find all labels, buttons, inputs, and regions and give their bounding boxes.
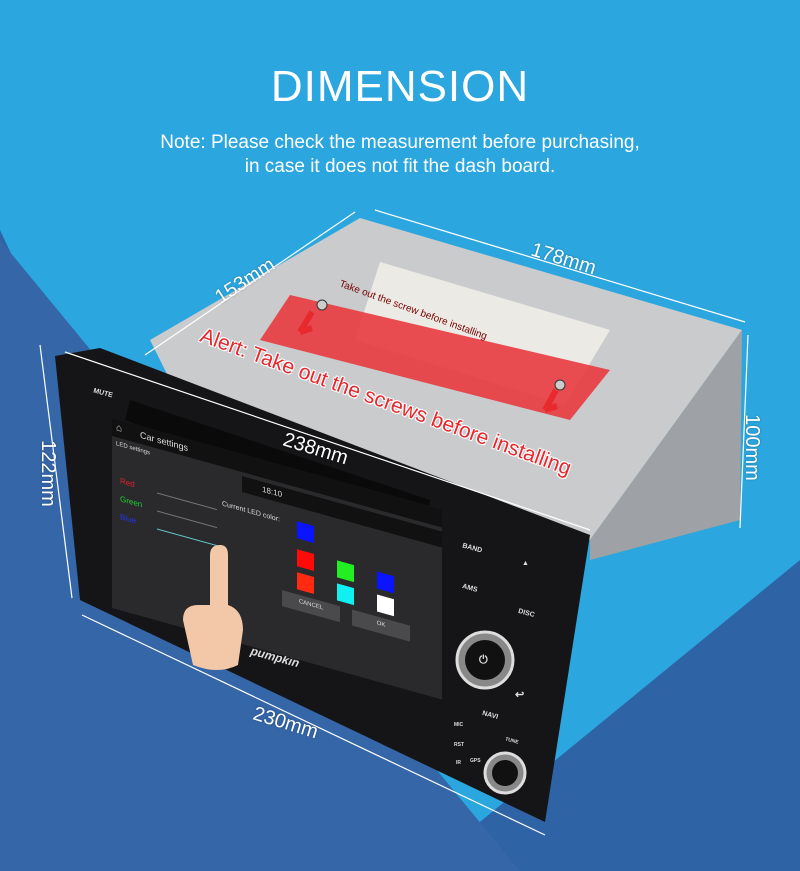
page-title: DIMENSION <box>270 62 530 111</box>
dimension-lines <box>39 209 749 836</box>
color-swatch[interactable] <box>297 572 314 595</box>
screw-icon <box>554 379 566 391</box>
red-strip <box>260 295 610 420</box>
arrow-icon <box>542 388 559 413</box>
arrow-icon <box>297 310 315 335</box>
ok-button[interactable]: OK <box>352 609 410 642</box>
red-slider[interactable] <box>157 492 217 511</box>
current-color-swatch <box>297 521 314 544</box>
dimension-chassis-height: 100mm <box>740 414 763 481</box>
home-icon[interactable]: ⌂ <box>116 422 123 435</box>
hand-pointer-icon <box>183 545 243 670</box>
green-slider[interactable] <box>157 510 217 529</box>
note-line-1: Note: Please check the measurement befor… <box>160 132 640 153</box>
blue-label: Blue <box>120 512 137 526</box>
mic-label: MIC <box>454 722 464 728</box>
color-swatch[interactable] <box>297 549 314 572</box>
ir-label: IR <box>456 760 461 766</box>
eject-button[interactable]: ▲ <box>522 560 529 567</box>
chassis-side <box>590 330 742 560</box>
color-swatch[interactable] <box>377 571 394 594</box>
screw-icon <box>316 299 328 311</box>
power-icon[interactable]: ⏻ <box>479 654 488 666</box>
red-label: Red <box>120 476 135 490</box>
dimension-front-height: 122mm <box>36 440 59 507</box>
current-color-label: Current LED color: <box>222 500 280 524</box>
gps-label: GPS <box>470 758 481 764</box>
tune-knob-center <box>492 760 518 786</box>
cancel-button[interactable]: CANCEL <box>282 590 340 623</box>
note-line-2: in case it does not fit the dash board. <box>244 156 556 177</box>
color-swatch[interactable] <box>377 594 394 617</box>
power-knob-center <box>465 640 505 680</box>
green-label: Green <box>120 494 143 510</box>
back-button[interactable]: ↩ <box>515 689 525 701</box>
color-swatch[interactable] <box>337 583 354 606</box>
color-swatch[interactable] <box>337 560 354 583</box>
rst-button[interactable]: RST <box>454 742 464 748</box>
